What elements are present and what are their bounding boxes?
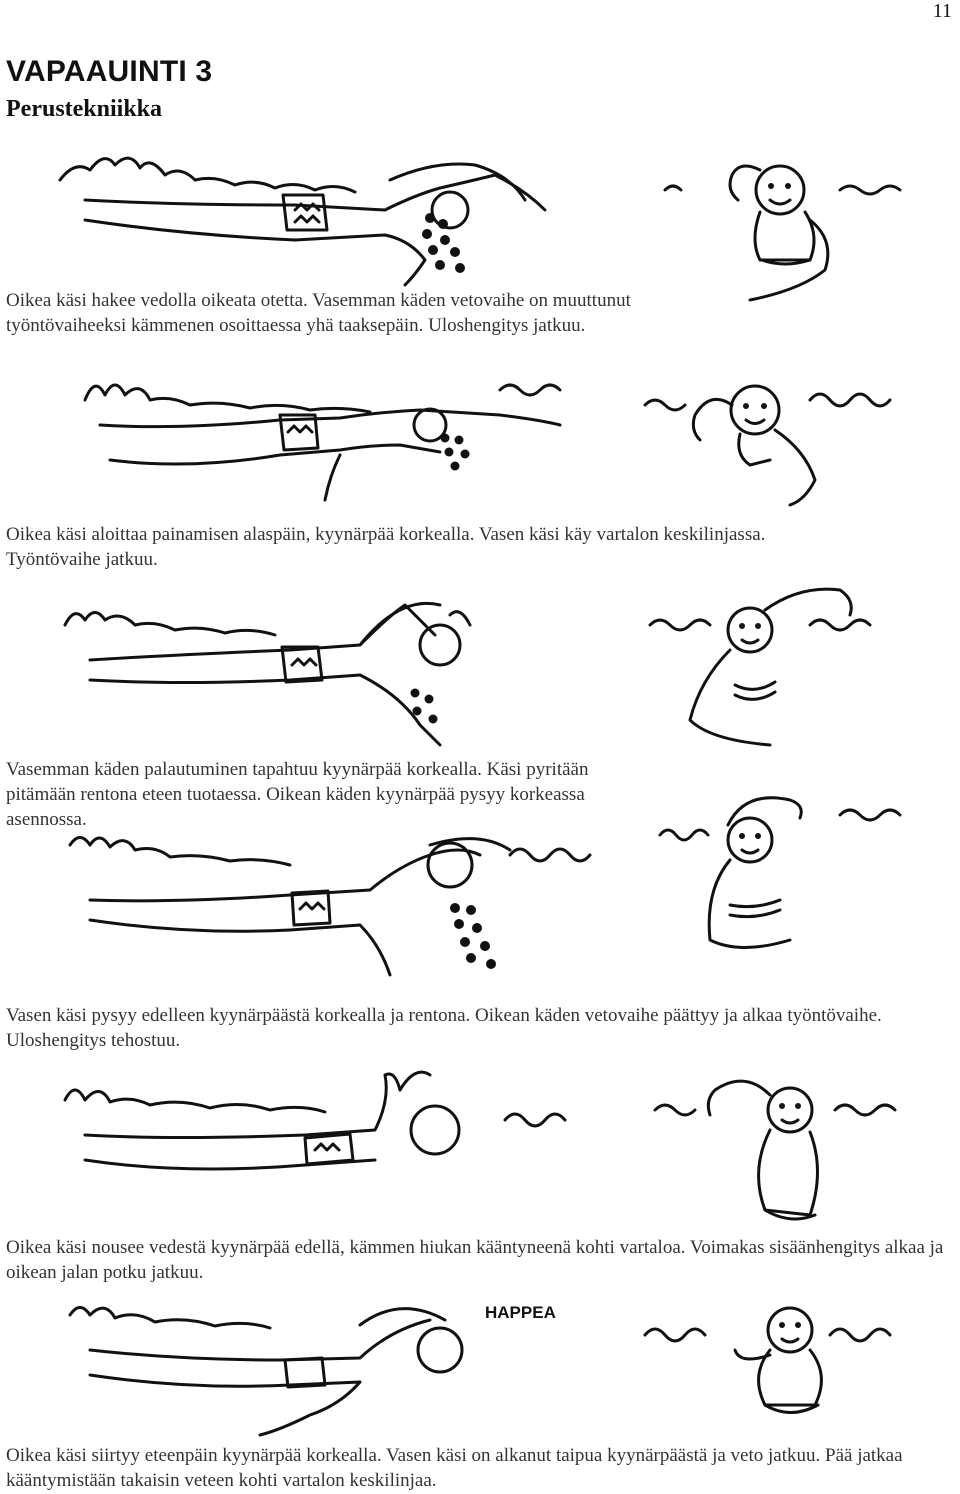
swimmer-side-illustration: [63, 601, 472, 747]
caption-2: Oikea käsi aloittaa painamisen alaspäin,…: [6, 524, 766, 570]
swimmer-side-illustration: [83, 383, 562, 502]
bubbles-illustration: [450, 903, 496, 969]
bubbles-illustration: [410, 688, 438, 724]
swimmer-side-illustration: [63, 1070, 567, 1171]
caption-1: Oikea käsi hakee vedolla oikeata otetta.…: [6, 290, 631, 336]
bubbles-illustration: [440, 433, 470, 471]
swimmer-side-illustration: [68, 1306, 464, 1437]
swimmer-front-illustration: [658, 796, 902, 949]
swimmer-front-illustration: [643, 1306, 892, 1414]
page-number: 11: [932, 0, 952, 22]
caption-5: Oikea käsi nousee vedestä kyynärpää edel…: [6, 1237, 944, 1283]
bubbles-illustration: [422, 213, 465, 273]
swimmer-front-illustration: [643, 384, 892, 507]
page-title: VAPAAUINTI 3: [6, 55, 213, 88]
happea-label: HAPPEA: [485, 1303, 556, 1322]
swimmer-front-illustration: [648, 587, 872, 747]
caption-3: Vasemman käden palautuminen tapahtuu kyy…: [6, 759, 589, 830]
swimmer-front-illustration: [663, 164, 902, 302]
caption-4: Vasen käsi pysyy edelleen kyynärpäästä k…: [6, 1005, 882, 1051]
caption-6: Oikea käsi siirtyy eteenpäin kyynärpää k…: [6, 1445, 903, 1491]
page-subtitle: Perustekniikka: [6, 96, 163, 122]
swimmer-side-illustration: [68, 836, 592, 977]
handwritten-label: HAPPEA: [485, 1303, 556, 1322]
swimmer-front-illustration: [653, 1079, 897, 1221]
swimmer-side-illustration: [58, 156, 547, 287]
